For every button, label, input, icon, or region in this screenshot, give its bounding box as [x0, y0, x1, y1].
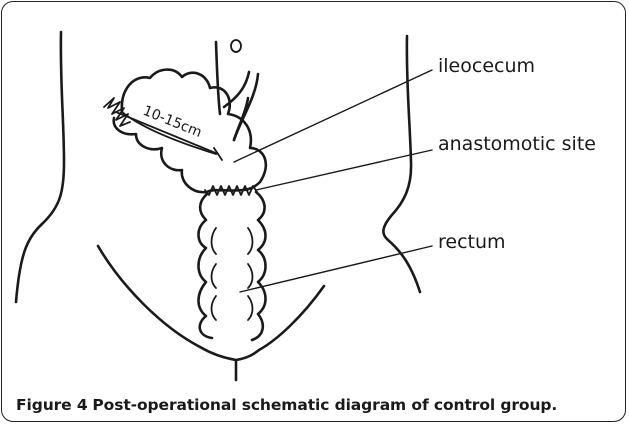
figure-caption: Figure 4 Post-operational schematic diag…	[16, 396, 557, 414]
perineum-line	[200, 347, 259, 360]
rectum-haustra-1	[212, 228, 217, 254]
leader-rectum	[240, 246, 432, 292]
label-rectum: rectum	[438, 231, 506, 253]
right-groin-line	[259, 286, 324, 350]
left-groin-line	[98, 246, 200, 347]
rectum-right-wall	[252, 192, 266, 340]
rectum-haustra-5	[248, 264, 253, 288]
label-anastomotic-site: anastomotic site	[438, 133, 596, 155]
label-ileocecum: ileocecum	[438, 55, 535, 77]
rectum-haustra-6	[248, 296, 253, 320]
left-body-outline	[16, 32, 64, 302]
rectum-left-wall	[199, 194, 213, 338]
figure-title: Post-operational schematic diagram of co…	[92, 396, 557, 414]
ileum-left-wall	[216, 42, 220, 114]
leader-ileocecum	[234, 70, 432, 162]
ileum-right-wall	[224, 72, 249, 107]
rectum-haustra-2	[212, 264, 217, 288]
figure-number: Figure 4	[16, 396, 88, 414]
rectum-haustra-3	[212, 296, 217, 320]
leader-anastomotic	[256, 150, 432, 190]
rectum-haustra-4	[248, 228, 253, 254]
stoma-circle	[231, 40, 241, 52]
